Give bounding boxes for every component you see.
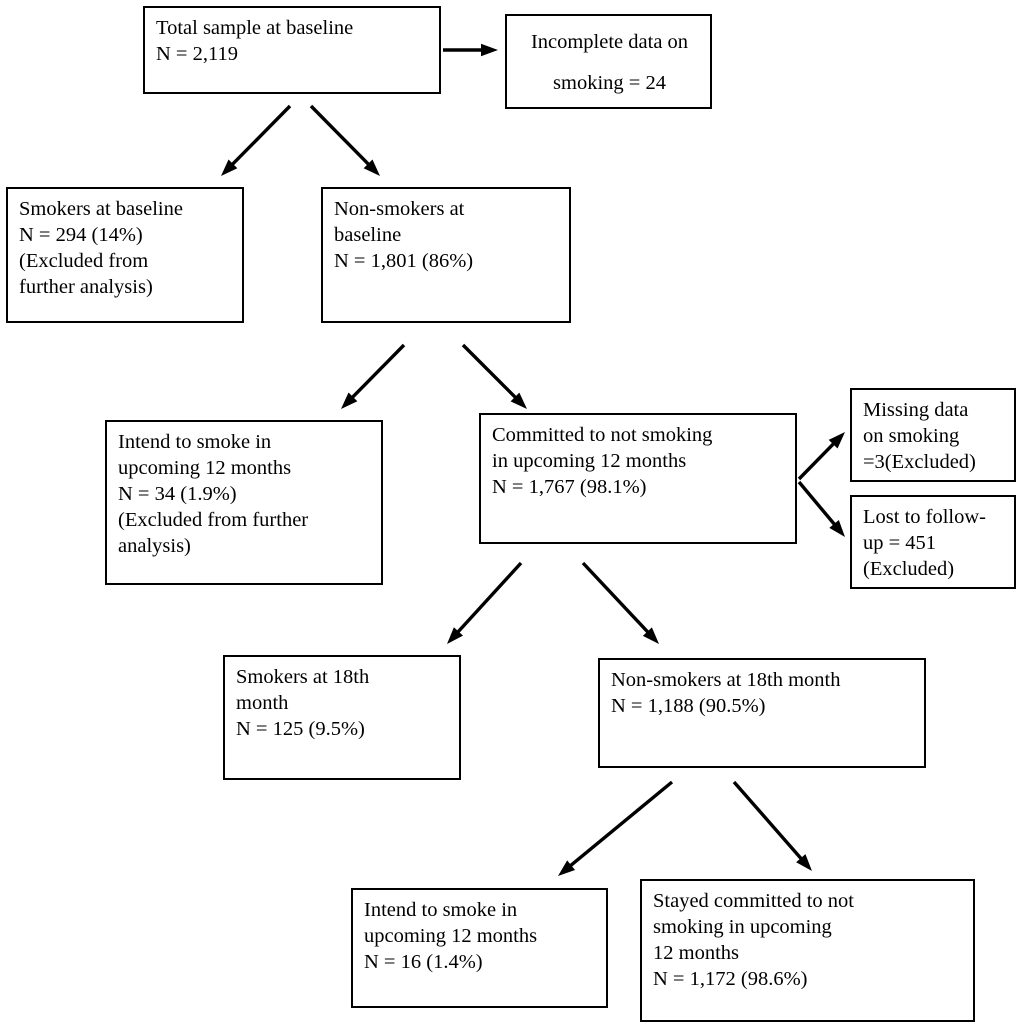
smokers-at-baseline-box-label: Smokers at baseline N = 294 (14%) (Exclu… [19, 198, 183, 299]
committed-to-not-smoking-box: Committed to not smoking in upcoming 12 … [479, 413, 797, 544]
smokers-at-baseline-box: Smokers at baseline N = 294 (14%) (Exclu… [6, 187, 244, 323]
lost-to-follow-up-box: Lost to follow- up = 451 (Excluded) [850, 495, 1016, 589]
arrow-total-to-incomplete [443, 43, 498, 57]
intend-to-smoke-bottom-box-label: Intend to smoke in upcoming 12 months N … [364, 899, 538, 974]
arrow-total-to-nonsmokers-baseline [309, 104, 380, 176]
intend-to-smoke-12-months-box: Intend to smoke in upcoming 12 months N … [105, 420, 383, 585]
arrow-nonsmokers18-to-intend-smoke [558, 780, 674, 876]
total-sample-box: Total sample at baseline N = 2,119 [143, 6, 441, 94]
total-sample-box-label: Total sample at baseline N = 2,119 [156, 17, 354, 66]
non-smokers-at-baseline-box: Non-smokers at baseline N = 1,801 (86%) [321, 187, 571, 323]
arrow-committed-to-smokers-18th [447, 561, 523, 644]
non-smokers-at-18th-month-box: Non-smokers at 18th month N = 1,188 (90.… [598, 658, 926, 768]
missing-data-on-smoking-box-label: Missing data on smoking =3(Excluded) [863, 399, 976, 474]
non-smokers-at-baseline-box-label: Non-smokers at baseline N = 1,801 (86%) [334, 198, 474, 273]
incomplete-data-box-label: Incomplete data on smoking = 24 [530, 31, 689, 94]
lost-to-follow-up-box-label: Lost to follow- up = 451 (Excluded) [863, 506, 986, 581]
smokers-at-18th-month-box: Smokers at 18th month N = 125 (9.5%) [223, 655, 461, 780]
missing-data-on-smoking-box: Missing data on smoking =3(Excluded) [850, 388, 1016, 482]
arrow-committed-to-missing-data [797, 432, 845, 481]
arrow-nonsmokers-to-intend-smoke [341, 343, 406, 409]
non-smokers-at-18th-month-box-label: Non-smokers at 18th month N = 1,188 (90.… [611, 669, 841, 718]
stayed-committed-box-label: Stayed committed to not smoking in upcom… [653, 890, 854, 991]
intend-to-smoke-bottom-box: Intend to smoke in upcoming 12 months N … [351, 888, 608, 1008]
arrow-committed-to-lost-followup [797, 480, 845, 537]
arrow-total-to-smokers-baseline [221, 104, 292, 176]
arrow-committed-to-nonsmokers-18th [581, 561, 659, 644]
intend-to-smoke-12-months-box-label: Intend to smoke in upcoming 12 months N … [118, 431, 309, 558]
smokers-at-18th-month-box-label: Smokers at 18th month N = 125 (9.5%) [236, 666, 370, 741]
committed-to-not-smoking-box-label: Committed to not smoking in upcoming 12 … [492, 424, 713, 499]
arrow-nonsmokers18-to-stayed-committed [732, 780, 812, 871]
stayed-committed-box: Stayed committed to not smoking in upcom… [640, 879, 975, 1022]
arrow-nonsmokers-to-committed [461, 343, 527, 409]
incomplete-data-box: Incomplete data on smoking = 24 [505, 14, 712, 109]
